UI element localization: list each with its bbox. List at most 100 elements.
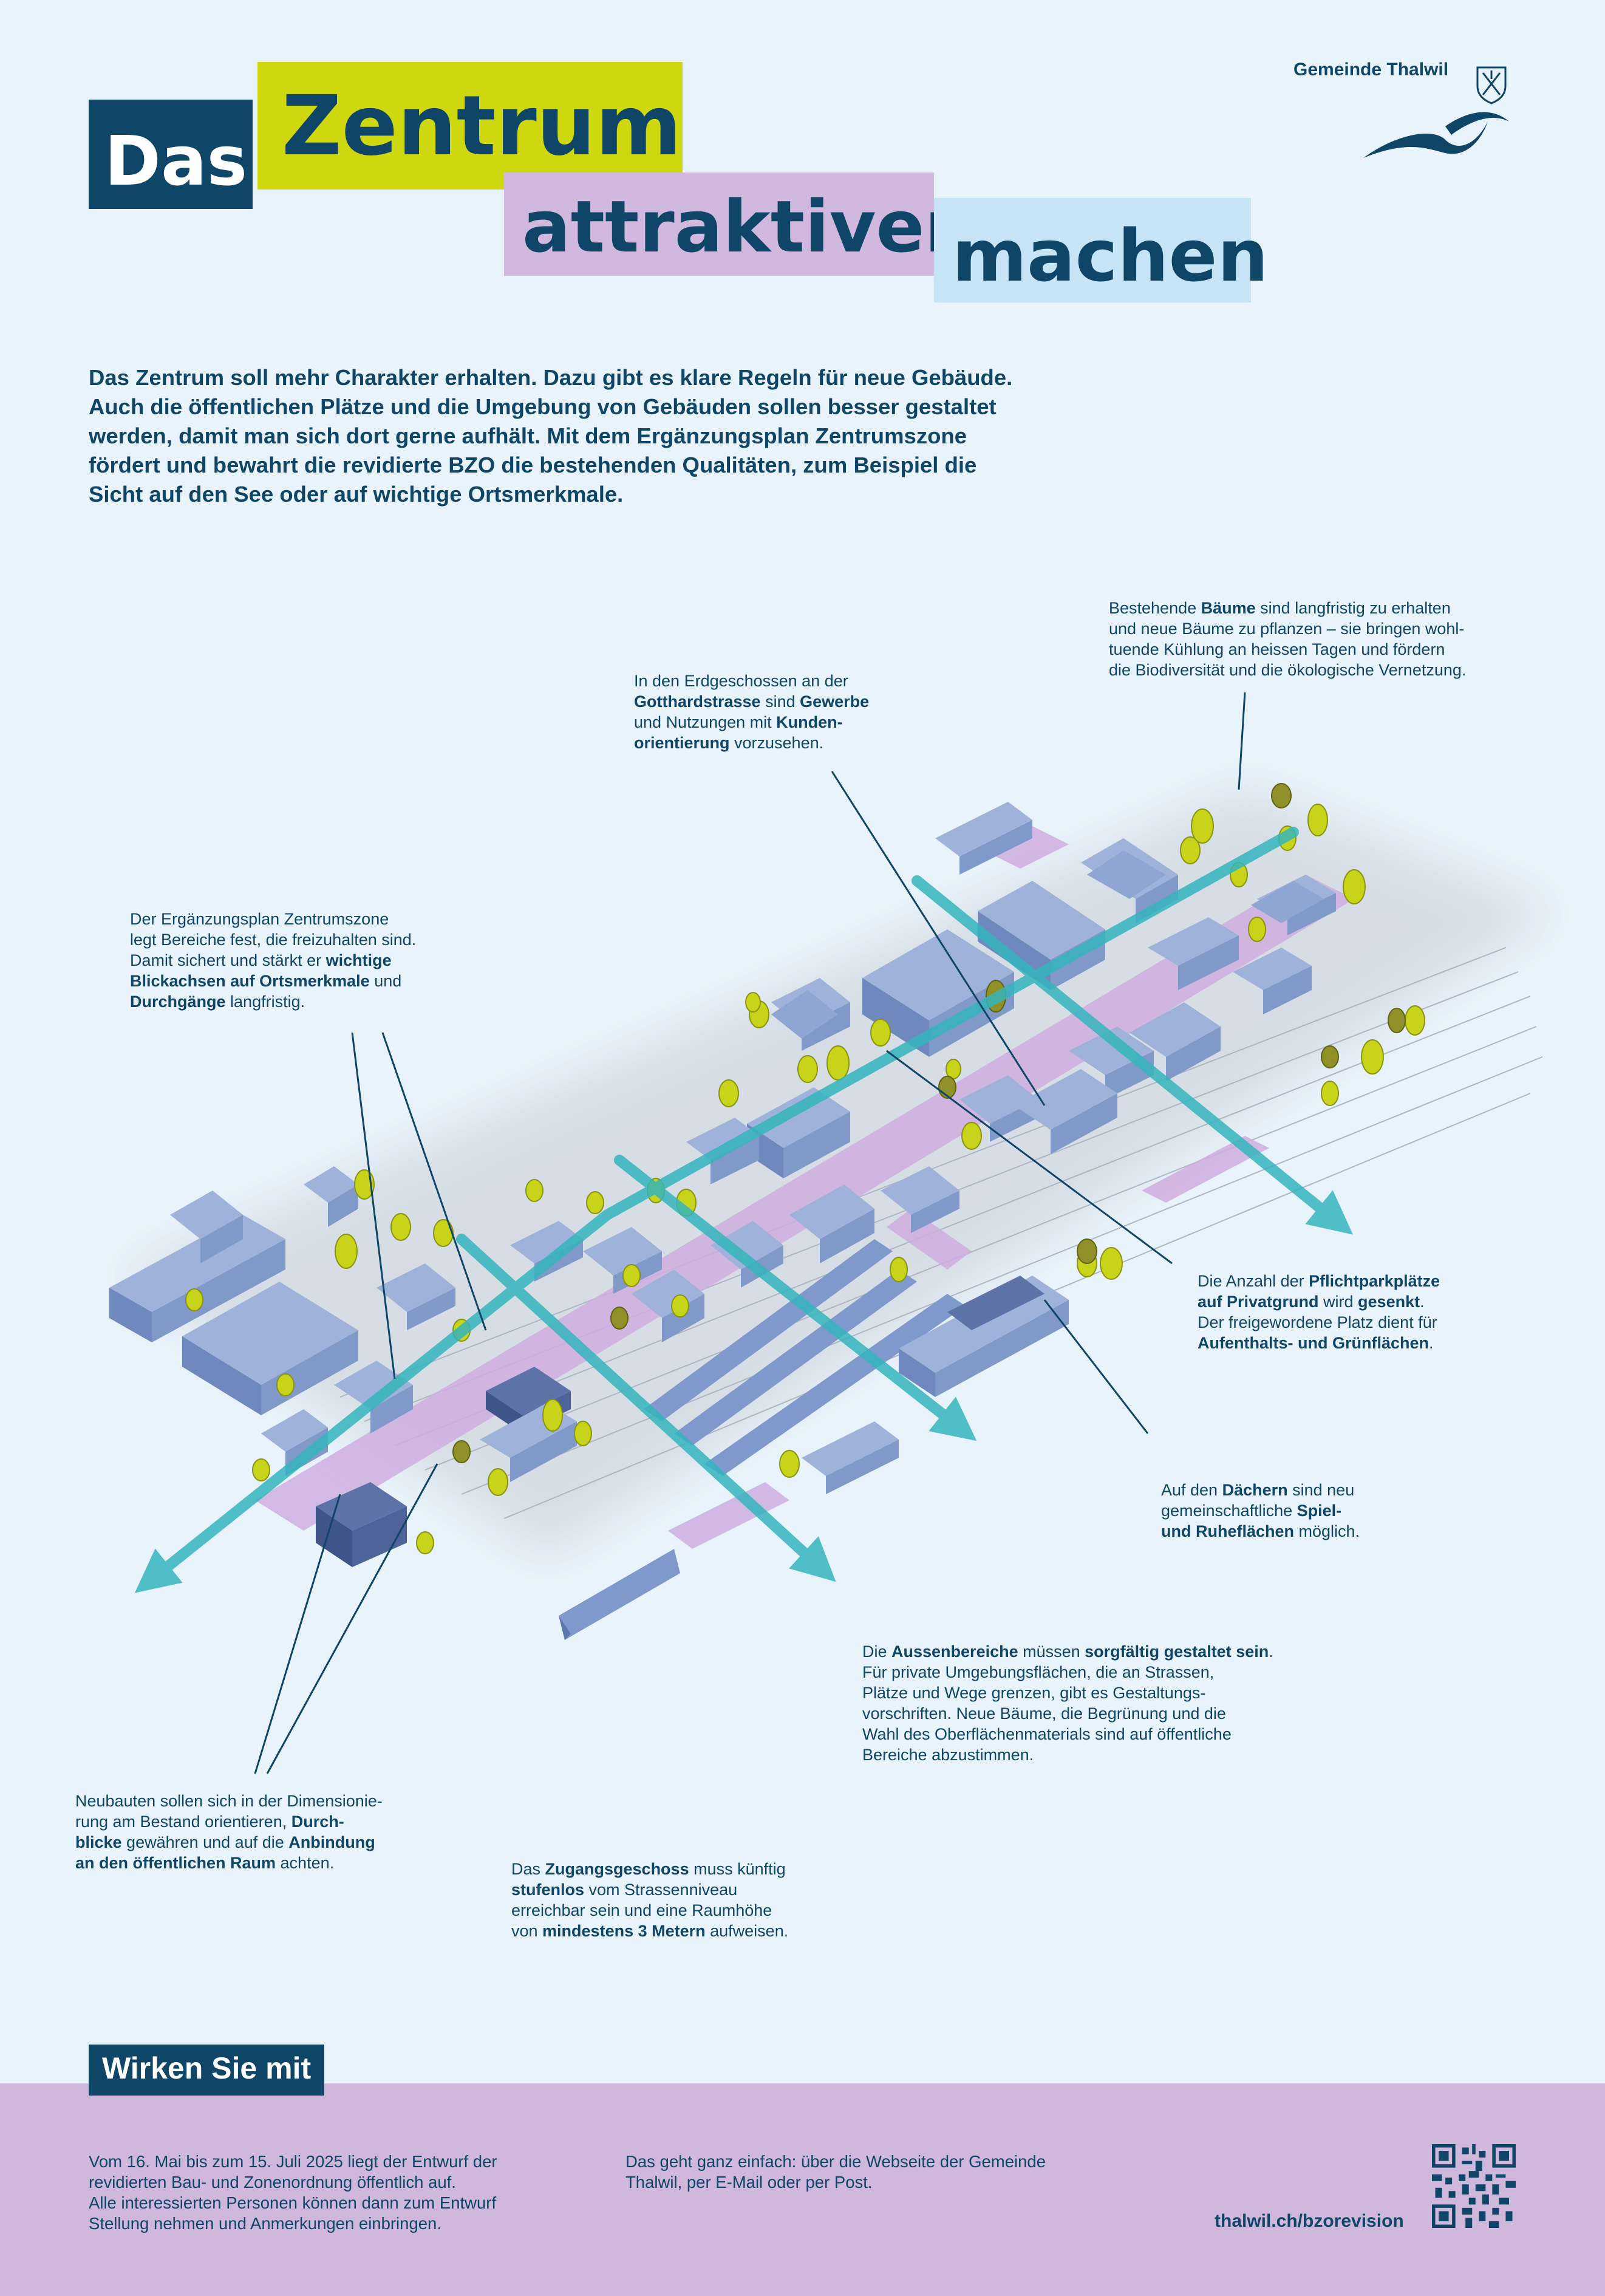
anno-text: von	[511, 1922, 543, 1940]
anno-highlight: Durch-	[291, 1813, 344, 1831]
view-axes	[134, 827, 1353, 1593]
anno-highlight: Zugangsgeschoss	[545, 1860, 689, 1878]
qr-code-icon[interactable]	[1432, 2144, 1516, 2228]
annotation-parking: Die Anzahl der Pflichtparkplätze auf Pri…	[1198, 1271, 1538, 1353]
anno-text: sind	[760, 692, 800, 711]
footer-mid-text: Das geht ganz einfach: über die Webseite…	[625, 2151, 1148, 2193]
anno-text: und	[369, 972, 402, 990]
anno-text: Das	[511, 1860, 545, 1878]
website-link[interactable]: thalwil.ch/bzorevision	[1215, 2211, 1404, 2231]
intro-line: werden, damit man sich dort gerne aufhäl…	[89, 423, 967, 448]
anno-highlight: Durchgänge	[130, 993, 226, 1011]
anno-text: möglich.	[1294, 1522, 1360, 1540]
title-machen: machen	[934, 198, 1269, 302]
anno-text: müssen	[1018, 1642, 1085, 1661]
annotation-access-floor: Das Zugangsgeschoss muss künftig stufenl…	[511, 1859, 851, 1941]
intro-text: Das Zentrum soll mehr Charakter erhalten…	[89, 363, 1048, 509]
anno-highlight: Kunden-	[776, 713, 843, 731]
anno-text: und Nutzungen mit	[634, 713, 777, 731]
anno-text: gewähren und auf die	[121, 1833, 289, 1851]
anno-highlight: stufenlos	[511, 1881, 585, 1899]
title-attraktiver: attraktiver	[504, 173, 960, 276]
anno-highlight: mindestens 3 Metern	[542, 1922, 706, 1940]
anno-highlight: Spiel-	[1297, 1502, 1342, 1520]
anno-text: vorzusehen.	[729, 734, 824, 752]
annotation-roofs: Auf den Dächern sind neu gemeinschaftlic…	[1161, 1480, 1465, 1542]
anno-text: langfristig.	[225, 993, 305, 1011]
intro-line: Das Zentrum soll mehr Charakter erhalten…	[89, 365, 1013, 390]
annotation-ground-floors: In den Erdgeschossen an der Gotthardstra…	[634, 671, 950, 753]
anno-text: tuende Kühlung an heissen Tagen und förd…	[1109, 640, 1445, 658]
footer-line: revidierten Bau- und Zonenordnung öffent…	[89, 2173, 456, 2192]
intro-line: Auch die öffentlichen Plätze und die Umg…	[89, 394, 997, 419]
anno-text: Plätze und Wege grenzen, gibt es Gestalt…	[862, 1684, 1206, 1702]
intro-line: fördert und bewahrt die revidierte BZO d…	[89, 453, 977, 477]
anno-text: sind neu	[1287, 1481, 1355, 1499]
anno-highlight: Bäume	[1201, 599, 1256, 617]
anno-highlight: Aussenbereiche	[891, 1642, 1018, 1661]
town-centre-illustration	[109, 692, 1555, 1774]
annotation-supplementary-plan: Der Ergänzungsplan Zentrumszone legt Ber…	[130, 909, 494, 1012]
anno-text: Bereiche abzustimmen.	[862, 1746, 1034, 1764]
footer-line: Thalwil, per E-Mail oder per Post.	[625, 2173, 873, 2192]
anno-highlight: Blickachsen auf Ortsmerkmale	[130, 972, 370, 990]
footer-line: Stellung nehmen und Anmerkungen einbring…	[89, 2214, 441, 2233]
municipality-name: Gemeinde Thalwil	[1293, 60, 1449, 80]
anno-text: aufweisen.	[705, 1922, 789, 1940]
anno-highlight: auf Privatgrund	[1198, 1293, 1319, 1311]
anno-highlight: orientierung	[634, 734, 730, 752]
anno-text: Damit sichert und stärkt er	[130, 951, 326, 969]
anno-highlight: wichtige	[325, 951, 392, 969]
anno-text: Auf den	[1161, 1481, 1222, 1499]
anno-highlight: Gotthardstrasse	[634, 692, 761, 711]
anno-highlight: Aufenthalts- und Grünflächen	[1198, 1334, 1429, 1352]
footer-line: Vom 16. Mai bis zum 15. Juli 2025 liegt …	[89, 2152, 497, 2171]
anno-highlight: Pflichtparkplätze	[1309, 1272, 1440, 1290]
footer-line: Alle interessierten Personen können dann…	[89, 2193, 497, 2212]
anno-text: und neue Bäume zu pflanzen – sie bringen…	[1109, 620, 1465, 638]
anno-text: Die	[862, 1642, 892, 1661]
anno-highlight: Anbindung	[288, 1833, 375, 1851]
footer-band	[0, 2083, 1605, 2296]
coat-of-arms-icon	[1476, 66, 1507, 104]
leader-lines	[254, 692, 1246, 1774]
participate-heading: Wirken Sie mit	[89, 2045, 325, 2096]
anno-text: rung am Bestand orientieren,	[75, 1813, 291, 1831]
anno-highlight: gesenkt	[1358, 1293, 1420, 1311]
anno-text: gemeinschaftliche	[1161, 1502, 1297, 1520]
anno-text: muss künftig	[689, 1860, 786, 1878]
anno-highlight: Gewerbe	[800, 692, 870, 711]
anno-text: vom Strassenniveau	[584, 1881, 738, 1899]
anno-text: Neubauten sollen sich in der Dimensionie…	[75, 1792, 383, 1810]
anno-text: die Biodiversität und die ökologische Ve…	[1109, 661, 1467, 679]
municipality-logo	[1363, 112, 1509, 158]
anno-highlight: Dächern	[1222, 1481, 1288, 1499]
anno-highlight: sorgfältig gestaltet sein	[1085, 1642, 1269, 1661]
annotation-trees: Bestehende Bäume sind langfristig zu erh…	[1109, 598, 1534, 680]
annotation-outdoor-areas: Die Aussenbereiche müssen sorgfältig ges…	[862, 1641, 1324, 1765]
trees	[185, 783, 1425, 1554]
anno-text: sind langfristig zu erhalten	[1255, 599, 1451, 617]
anno-highlight: und Ruheflächen	[1161, 1522, 1295, 1540]
anno-text: wird	[1318, 1293, 1358, 1311]
title-das: Das	[89, 100, 253, 209]
anno-text: erreichbar sein und eine Raumhöhe	[511, 1901, 772, 1919]
annotation-new-buildings: Neubauten sollen sich in der Dimensionie…	[75, 1791, 452, 1873]
anno-highlight: blicke	[75, 1833, 122, 1851]
anno-text: legt Bereiche fest, die freizuhalten sin…	[130, 931, 417, 949]
anno-text: Bestehende	[1109, 599, 1201, 617]
railway-platforms	[559, 1239, 966, 1640]
anno-text: .	[1429, 1334, 1434, 1352]
anno-highlight: an den öffentlichen Raum	[75, 1854, 276, 1872]
title-zentrum: Zentrum	[257, 62, 683, 190]
anno-text: achten.	[276, 1854, 335, 1872]
anno-text: In den Erdgeschossen an der	[634, 672, 848, 690]
anno-text: Der Ergänzungsplan Zentrumszone	[130, 910, 389, 928]
anno-text: Wahl des Oberflächenmaterials sind auf ö…	[862, 1725, 1232, 1743]
anno-text: Der freigewordene Platz dient für	[1198, 1313, 1437, 1331]
footer-line: Das geht ganz einfach: über die Webseite…	[625, 2152, 1046, 2171]
anno-text: Die Anzahl der	[1198, 1272, 1309, 1290]
street-areas	[255, 826, 1354, 1549]
anno-text: Für private Umgebungsflächen, die an Str…	[862, 1663, 1215, 1681]
anno-text: vorschriften. Neue Bäume, die Begrünung …	[862, 1704, 1226, 1723]
